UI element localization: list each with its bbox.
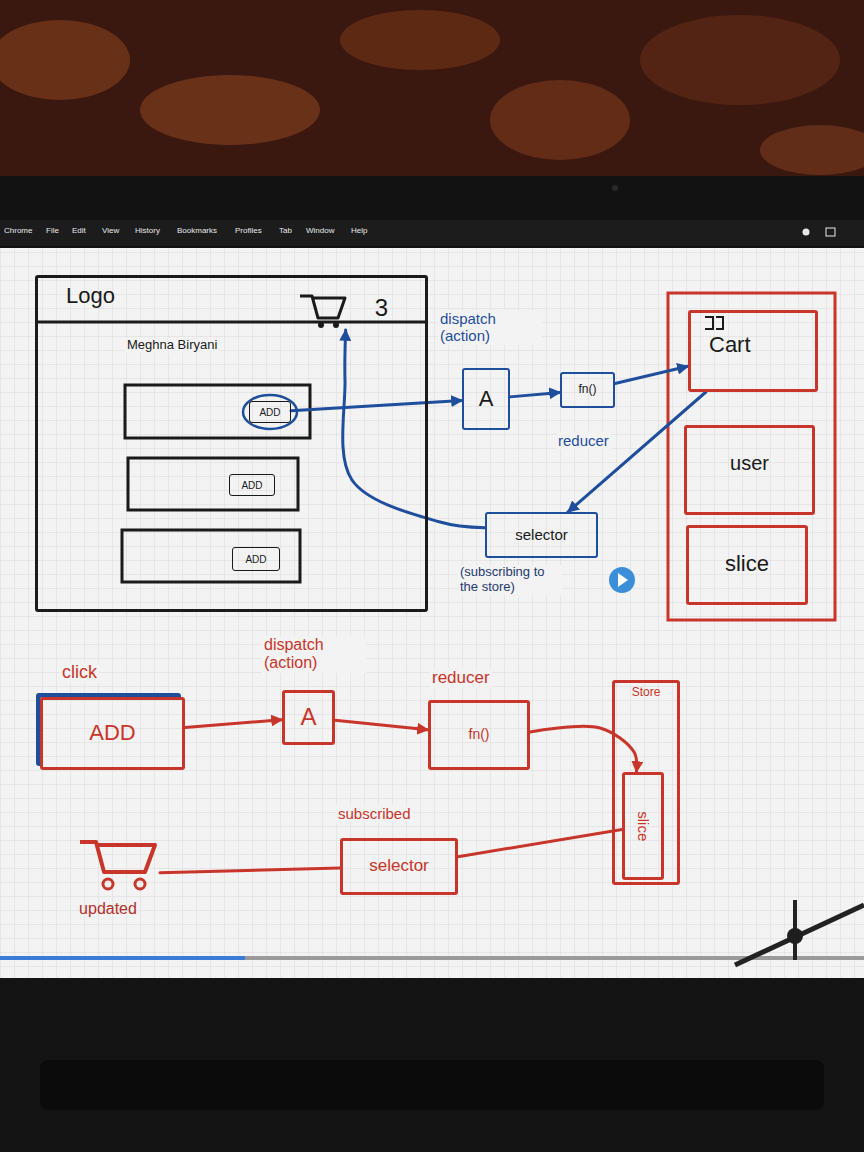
node-text: fn(): [469, 727, 490, 742]
reducer-box: fn(): [560, 372, 615, 408]
step-label: dispatch (action): [262, 636, 366, 673]
node-text: Cart: [709, 333, 751, 357]
flow-arrow: [530, 726, 637, 772]
menu-item: Tab: [277, 226, 294, 235]
flow-arrow: [510, 392, 560, 396]
step-label: dispatch (action): [438, 310, 542, 345]
cart-count: 3: [300, 286, 392, 330]
cart-wheel: [135, 879, 145, 889]
flow-arrow: [185, 720, 282, 728]
node-text: slice: [635, 811, 652, 841]
store-box: [668, 293, 835, 620]
item-row: [125, 385, 310, 438]
flow-arrow: [335, 720, 428, 730]
node-text: updated: [79, 900, 137, 918]
cart-updated: updated: [56, 828, 160, 920]
restaurant-name: Meghna Biryani: [125, 338, 219, 353]
menu-item: History: [133, 226, 162, 235]
slice-box: slice: [686, 525, 808, 605]
menu-item: Profiles: [233, 226, 264, 235]
node-text: selector: [515, 527, 568, 544]
node-text: A: [300, 704, 316, 730]
cart-icon: [300, 296, 345, 318]
fabric: [0, 0, 864, 180]
slice-box: slice: [622, 772, 664, 880]
cart-wheel: [333, 322, 339, 328]
selector-box: selector: [485, 512, 598, 558]
node-text: ADD: [259, 407, 280, 418]
menu-item: File: [44, 226, 61, 235]
mic-stand: [735, 905, 864, 965]
store-box: slice Store: [612, 680, 680, 885]
selector-box: selector: [340, 838, 458, 895]
node-text: ADD: [241, 480, 262, 491]
fabric-pattern: [490, 80, 630, 160]
node-text: user: [730, 452, 769, 474]
menu-item: Help: [349, 226, 369, 235]
flow-arrow: [615, 366, 688, 383]
node-text: 3: [375, 295, 388, 321]
laptop-bezel: [0, 176, 864, 250]
app-screen-box: 3ADD ADD ADD Logo: [35, 275, 428, 612]
progress-played: [0, 956, 245, 960]
cart-icon: [80, 842, 155, 872]
menu-item: Bookmarks: [175, 226, 219, 235]
fabric-pattern: [0, 20, 130, 100]
flow-arrow: [291, 400, 462, 410]
node-text: ADD: [89, 721, 135, 745]
progress-rest: [245, 956, 864, 960]
play-button: [609, 567, 635, 593]
mic-clamp: [787, 928, 803, 944]
add-button: ADD: [40, 697, 185, 770]
menu-icon: [803, 229, 810, 236]
cart-wheel: [103, 879, 113, 889]
node-text: Store: [632, 686, 661, 699]
fabric-pattern: [760, 125, 864, 175]
header-line: [35, 321, 428, 324]
add-button: ADD: [249, 401, 291, 423]
camera: [612, 185, 618, 191]
menu-item: View: [100, 226, 121, 235]
flow-arrow: [458, 829, 622, 856]
play-triangle: [618, 573, 628, 587]
screen-paper: [0, 248, 864, 978]
menu-item: Window: [304, 226, 336, 235]
note-label: (subscribing to the store): [458, 565, 562, 595]
grid-paper: [0, 248, 864, 978]
node-text: A: [479, 387, 494, 411]
action-box: A: [282, 690, 335, 745]
add-button: ADD: [232, 547, 280, 571]
fabric-pattern: [140, 75, 320, 145]
item-row: [122, 530, 300, 582]
add-button: ADD: [229, 474, 275, 496]
node-text: selector: [369, 857, 429, 876]
cart-wheel: [318, 322, 324, 328]
flow-arrow: [160, 868, 340, 873]
menu-icon: [826, 228, 835, 236]
fabric-pattern: [640, 15, 840, 105]
keyboard-edge: [40, 1060, 824, 1110]
node-text: Logo: [66, 284, 115, 308]
slice-box: user: [684, 425, 815, 515]
action-box: A: [462, 368, 510, 430]
step-label: reducer: [556, 432, 611, 449]
laptop-base: [0, 978, 864, 1152]
cart-glyph: [705, 317, 723, 329]
node-text: slice: [725, 552, 769, 576]
menu-bar: [0, 220, 864, 246]
highlight-circle: [243, 395, 297, 429]
fabric-pattern: [340, 10, 500, 70]
step-label: click: [60, 662, 99, 683]
menu-item: Edit: [70, 226, 88, 235]
step-label: reducer: [430, 668, 492, 688]
menu-item: Chrome: [2, 226, 34, 235]
item-row: [128, 458, 298, 510]
slice-box: Cart: [688, 310, 818, 392]
node-text: ADD: [245, 554, 266, 565]
node-text: fn(): [579, 383, 597, 396]
step-label: subscribed: [336, 805, 413, 822]
reducer-box: fn(): [428, 700, 530, 770]
